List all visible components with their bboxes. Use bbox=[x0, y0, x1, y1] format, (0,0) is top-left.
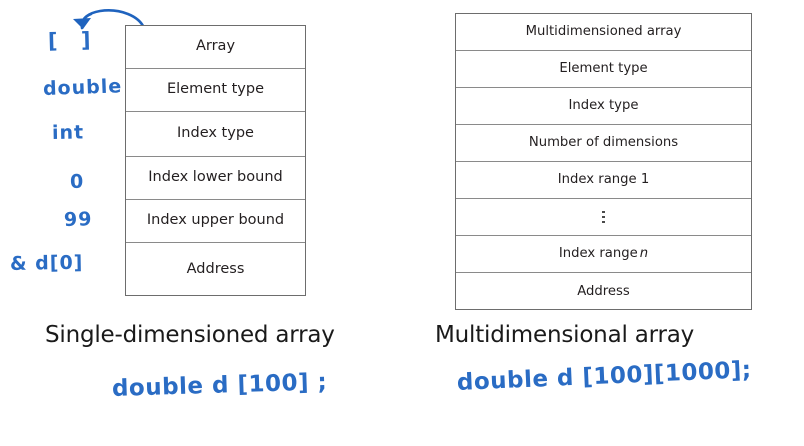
table-row: Address bbox=[577, 283, 630, 299]
index-range-n-variable: n bbox=[639, 246, 649, 262]
vertical-ellipsis-icon bbox=[456, 199, 751, 236]
annotation-address: & d[0] bbox=[9, 251, 84, 275]
table-row: Index type bbox=[126, 112, 305, 157]
table-row: Index type bbox=[456, 88, 751, 125]
table-row: Index upper bound bbox=[126, 200, 305, 243]
table-row: Index range 1 bbox=[456, 162, 751, 199]
table-row: Address bbox=[186, 260, 245, 277]
single-array-code-example: double d [100] ; bbox=[111, 369, 328, 402]
table-row: Multidimensioned array bbox=[456, 14, 751, 51]
multi-array-code-example: double d [100][1000]; bbox=[456, 357, 753, 396]
annotation-element-type: double bbox=[42, 75, 123, 100]
table-row: Element type bbox=[126, 69, 305, 112]
multidimensional-array-descriptor-table: Multidimensioned array Element type Inde… bbox=[455, 13, 752, 310]
annotation-brackets: [ ] bbox=[47, 27, 99, 53]
annotation-index-upper-bound: 99 bbox=[63, 208, 93, 231]
single-dimensioned-array-descriptor-table: Array Element type Index type Index lowe… bbox=[125, 25, 306, 296]
annotation-index-lower-bound: 0 bbox=[69, 170, 85, 193]
table-row: Index range n bbox=[456, 236, 751, 273]
multi-array-caption: Multidimensional array bbox=[435, 322, 695, 348]
table-row: Number of dimensions bbox=[456, 125, 751, 162]
table-row: Index lower bound bbox=[126, 157, 305, 200]
index-range-n-label: Index range bbox=[558, 246, 638, 262]
single-array-caption: Single-dimensioned array bbox=[45, 322, 335, 348]
table-row: Array bbox=[126, 26, 305, 69]
table-row: Element type bbox=[456, 51, 751, 88]
annotation-index-type: int bbox=[51, 121, 85, 144]
